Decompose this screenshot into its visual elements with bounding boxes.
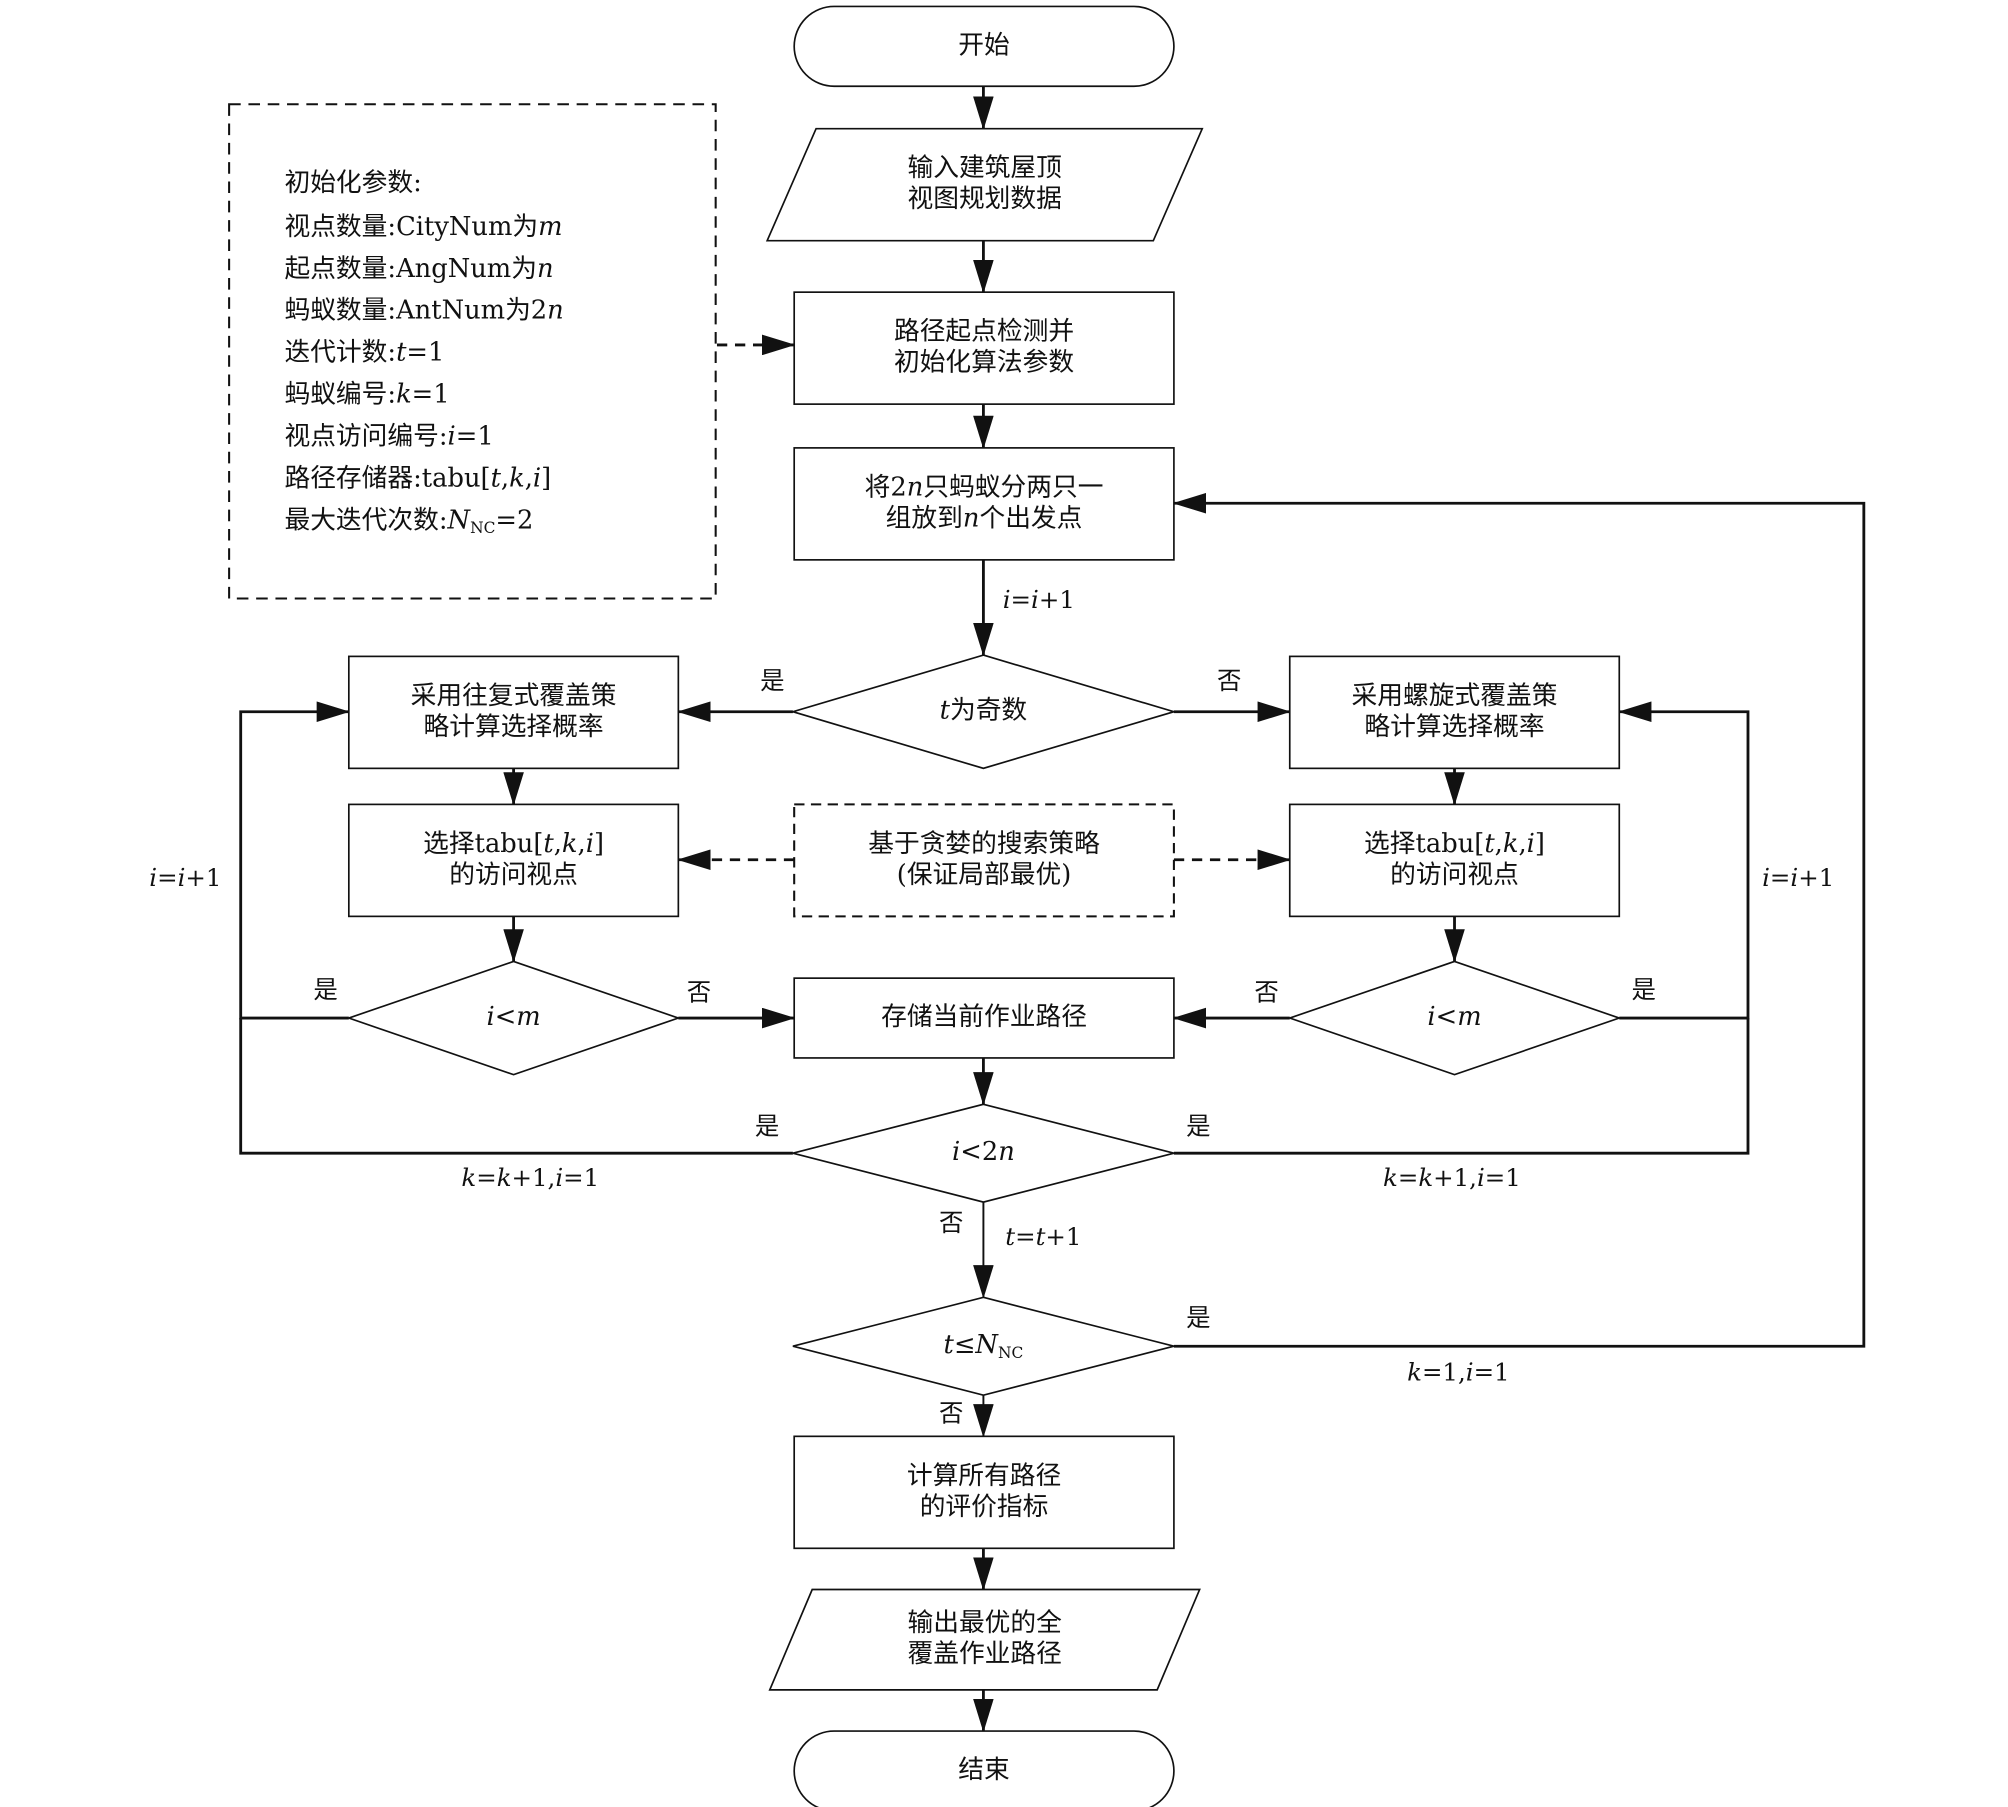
left-select-text: 的访问视点 [449, 860, 578, 890]
iter-cond-text: t≤NNC​ [944, 1330, 1024, 1362]
end-terminal [793, 1730, 1175, 1807]
right-cond-text: i<m [1427, 1002, 1481, 1032]
edge-label-right-cond-no: 否 [1254, 977, 1278, 1006]
right-select-box [1288, 803, 1621, 918]
params-item: 迭代计数:t=1 [284, 338, 444, 368]
init-text: 路径起点检测并 [894, 317, 1074, 347]
edge-label-iter-no: 否 [939, 1398, 963, 1427]
edge-label-odd-no: 否 [1217, 666, 1241, 695]
left-cond-diamond [346, 960, 681, 1076]
edges-layer [239, 86, 1866, 1733]
left-strategy-box [347, 655, 680, 770]
end-text: 结束 [958, 1755, 1009, 1785]
params-item: 蚂蚁数量:AntNum为2n [284, 296, 563, 326]
right-select-text: 选择tabu[t,k,i] [1364, 829, 1545, 859]
odd-diamond [789, 654, 1177, 770]
params-item: 视点访问编号:i=1 [284, 422, 493, 452]
edge-label-ants-reset-left: k=k+1,i=1 [461, 1162, 599, 1191]
store-box [793, 977, 1175, 1059]
evaluate-text: 计算所有路径 [907, 1461, 1061, 1491]
edge-left-loop [239, 701, 351, 1020]
params-item: 最大迭代次数:NNC​=2 [284, 506, 533, 538]
params-item: 起点数量:AngNum为n [284, 254, 553, 284]
iter-cond-diamond [792, 1296, 1175, 1397]
edge-label-odd-yes: 是 [760, 666, 784, 695]
input-text: 输入建筑屋顶 [907, 153, 1061, 183]
output-io-box [768, 1588, 1201, 1691]
edge-label-iter-yes: 是 [1186, 1303, 1210, 1332]
params-item: 视点数量:CityNum为m [284, 212, 562, 242]
output-text: 输出最优的全 [907, 1608, 1062, 1638]
right-select-text: 的访问视点 [1390, 860, 1519, 890]
right-strategy-text: 采用螺旋式覆盖策 [1352, 681, 1558, 711]
params-item: 蚂蚁编号:k=1 [284, 380, 449, 410]
ants-cond-text: i<2n [952, 1137, 1015, 1167]
edge-label-ants-yes-right: 是 [1186, 1111, 1210, 1140]
edge-label-left-cond-yes: 是 [313, 975, 337, 1004]
params-box: 初始化参数: 视点数量:CityNum为m 起点数量:AngNum为n 蚂蚁数量:An… [228, 103, 717, 600]
output-text: 覆盖作业路径 [907, 1639, 1061, 1669]
evaluate-box [793, 1435, 1175, 1550]
start-text: 开始 [958, 30, 1009, 60]
left-strategy-text: 采用往复式覆盖策 [411, 681, 617, 711]
edge-iter-loop [1172, 492, 1866, 1348]
start-terminal [793, 5, 1175, 88]
edge-right-loop [1617, 701, 1750, 1020]
params-title: 初始化参数: [284, 168, 421, 198]
edge-label-left-cond-no: 否 [687, 977, 711, 1006]
left-strategy-text: 略计算选择概率 [424, 712, 604, 742]
edge-label-ants-reset-right: k=k+1,i=1 [1383, 1162, 1521, 1191]
right-strategy-box [1288, 655, 1621, 770]
edge-label-right-cond-yes: 是 [1632, 975, 1656, 1004]
edge-label-i-inc-top: i=i+1 [1003, 585, 1075, 614]
edge-ants-left-reset [239, 1018, 793, 1155]
edge-label-ants-no: 否 [939, 1207, 963, 1236]
edge-label-left-loop: i=i+1 [149, 863, 221, 892]
input-io-box [765, 127, 1204, 242]
assign-text: 将2n只蚂蚁分两只一 [865, 472, 1104, 502]
evaluate-text: 的评价指标 [920, 1492, 1049, 1522]
init-text: 初始化算法参数 [894, 348, 1074, 378]
edge-ants-right-reset [1173, 1018, 1750, 1155]
edge-label-iter-reset: k=1,i=1 [1407, 1357, 1509, 1386]
params-item: 路径存储器:tabu[t,k,i] [284, 464, 551, 494]
ants-cond-diamond [792, 1103, 1175, 1203]
left-select-box [347, 803, 680, 918]
greedy-text: (保证局部最优) [897, 860, 1072, 890]
left-cond-text: i<m [486, 1002, 540, 1032]
odd-text: t为奇数 [940, 696, 1028, 726]
init-box [793, 291, 1175, 405]
edge-label-t-inc: t=t+1 [1005, 1222, 1081, 1251]
input-text: 视图规划数据 [907, 184, 1061, 214]
greedy-text: 基于贪婪的搜索策略 [868, 829, 1100, 859]
left-select-text: 选择tabu[t,k,i] [423, 829, 604, 859]
assign-text: 组放到n个出发点 [886, 503, 1083, 533]
params-dashed-box [228, 103, 717, 600]
assign-box [793, 447, 1175, 561]
edge-label-ants-yes-left: 是 [755, 1111, 779, 1140]
right-cond-diamond [1287, 960, 1622, 1076]
nodes-layer: 开始输入建筑屋顶视图规划数据路径起点检测并初始化算法参数将2n只蚂蚁分两只一组放… [346, 5, 1622, 1807]
right-strategy-text: 略计算选择概率 [1364, 712, 1544, 742]
store-text: 存储当前作业路径 [881, 1002, 1087, 1032]
edge-label-right-loop: i=i+1 [1762, 863, 1834, 892]
greedy-box [793, 803, 1175, 918]
